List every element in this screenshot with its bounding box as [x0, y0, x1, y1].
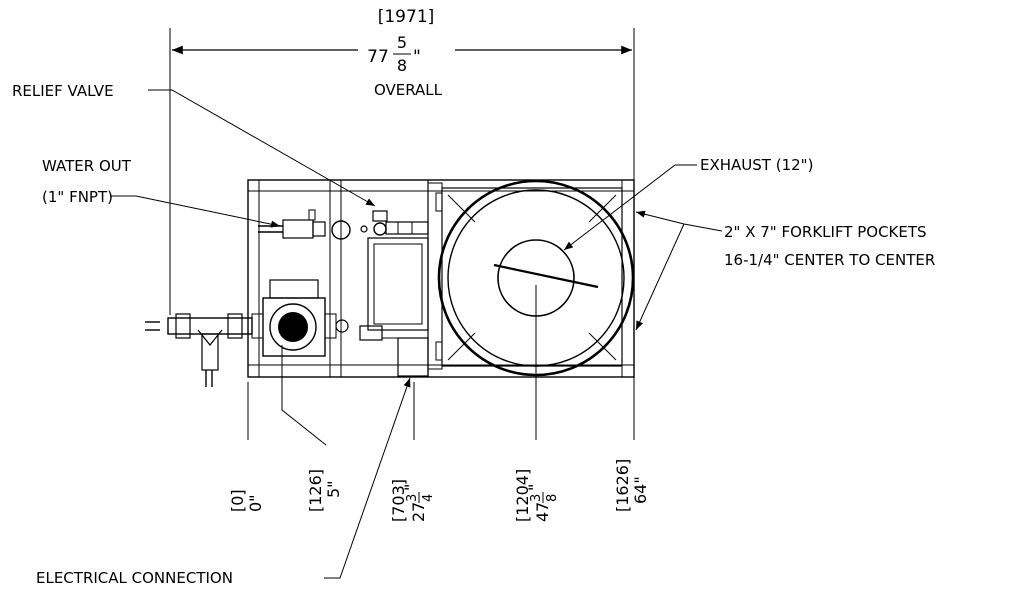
overall-caption: OVERALL: [374, 81, 443, 99]
overall-inch-mark: ": [413, 47, 421, 67]
datum-extension-lines: [247, 285, 537, 446]
electrical-box: [397, 337, 429, 377]
water-out-fitting: [312, 221, 326, 237]
svg-text:27: 27: [409, 502, 428, 522]
skid-frame: [247, 179, 635, 378]
svg-text:[126]: [126]: [306, 469, 325, 512]
control-panel-door: [373, 243, 423, 325]
callout-forklift-pockets: 2" X 7" FORKLIFT POCKETS 16-1/4" CENTER …: [635, 210, 935, 331]
svg-text:[1626]: [1626]: [613, 459, 632, 512]
forklift-label-line1: 2" X 7" FORKLIFT POCKETS: [724, 223, 927, 241]
relief-valve-label: RELIEF VALVE: [12, 82, 114, 100]
pump-motor: [251, 279, 337, 357]
water-out-label-line1: WATER OUT: [42, 157, 132, 175]
electrical-label: ELECTRICAL CONNECTION: [36, 569, 233, 587]
svg-text:[0]: [0]: [228, 489, 247, 512]
svg-text:3: 3: [529, 494, 544, 502]
exhaust-damper: [493, 263, 599, 289]
housing-latch: [435, 341, 443, 361]
discharge-fitting: [359, 325, 383, 341]
inlet-pipe: [167, 317, 253, 335]
svg-text:4: 4: [421, 494, 436, 502]
svg-text:": ": [525, 484, 544, 491]
outlet-piping: [258, 209, 429, 240]
svg-text:[1204]: [1204]: [513, 469, 532, 522]
svg-text:47: 47: [533, 502, 552, 522]
pump-volute: [269, 303, 317, 351]
relief-valve: [373, 222, 387, 236]
water-out-valve: [282, 219, 314, 239]
svg-text:8: 8: [545, 494, 560, 502]
overall-fraction-numerator: 5: [397, 33, 407, 52]
svg-text:0": 0": [246, 494, 265, 512]
inlet-piping: [145, 313, 253, 387]
datum-label-1204: [1204] 47 3 8 ": [513, 469, 560, 522]
svg-text:64": 64": [631, 476, 650, 504]
callout-relief-valve: RELIEF VALVE: [12, 82, 376, 207]
exhaust-label: EXHAUST (12"): [700, 156, 813, 174]
relief-valve-bonnet: [372, 210, 388, 222]
overall-whole-inches: 77: [367, 47, 389, 67]
housing-latch: [435, 192, 443, 212]
fitting-port: [360, 225, 368, 233]
forklift-leader-upper: [635, 210, 723, 232]
housing-corner-brace: [447, 194, 476, 223]
inlet-union: [227, 313, 243, 339]
callout-water-out: WATER OUT (1" FNPT): [42, 157, 281, 228]
exhaust-housing: [435, 179, 635, 377]
header-pipe: [385, 221, 429, 235]
datum-line-126: [281, 345, 327, 446]
inlet-valve: [175, 313, 191, 339]
svg-text:5": 5": [324, 480, 343, 498]
exhaust-leader: [563, 164, 697, 251]
svg-text:": ": [401, 484, 420, 491]
drain-valve: [201, 333, 219, 371]
discharge-pipe: [381, 329, 429, 339]
check-valve: [335, 319, 349, 333]
control-panel: [367, 237, 429, 331]
overall-metric-value: [1971]: [378, 7, 435, 27]
motor-terminal-box: [269, 279, 319, 299]
datum-label-126: [126] 5": [306, 469, 343, 512]
overall-dimension: [1971] 77 5 8 " OVERALL: [169, 7, 635, 440]
control-enclosure: [335, 237, 429, 377]
relief-valve-leader: [148, 89, 376, 207]
datum-label-1626: [1626] 64": [613, 459, 650, 512]
frame-outline: [247, 179, 635, 378]
overall-fraction-denominator: 8: [397, 56, 407, 75]
callout-electrical: ELECTRICAL CONNECTION: [36, 377, 411, 587]
pump-impeller: [278, 312, 308, 342]
datum-label-703: [703] 27 3 4 ": [389, 479, 436, 522]
callout-exhaust: EXHAUST (12"): [563, 156, 813, 251]
forklift-label-line2: 16-1/4" CENTER TO CENTER: [724, 251, 935, 269]
svg-text:[703]: [703]: [389, 479, 408, 522]
datum-label-0: [0] 0": [228, 489, 265, 512]
water-out-leader: [110, 195, 281, 228]
pressure-gauge: [331, 220, 351, 240]
water-out-label-line2: (1" FNPT): [42, 188, 113, 206]
electrical-leader: [324, 377, 411, 579]
forklift-leader-lower: [635, 223, 685, 331]
housing-corner-brace: [588, 332, 617, 361]
water-out-stem: [308, 209, 316, 221]
pump-flange: [251, 313, 264, 339]
svg-text:3: 3: [405, 494, 420, 502]
